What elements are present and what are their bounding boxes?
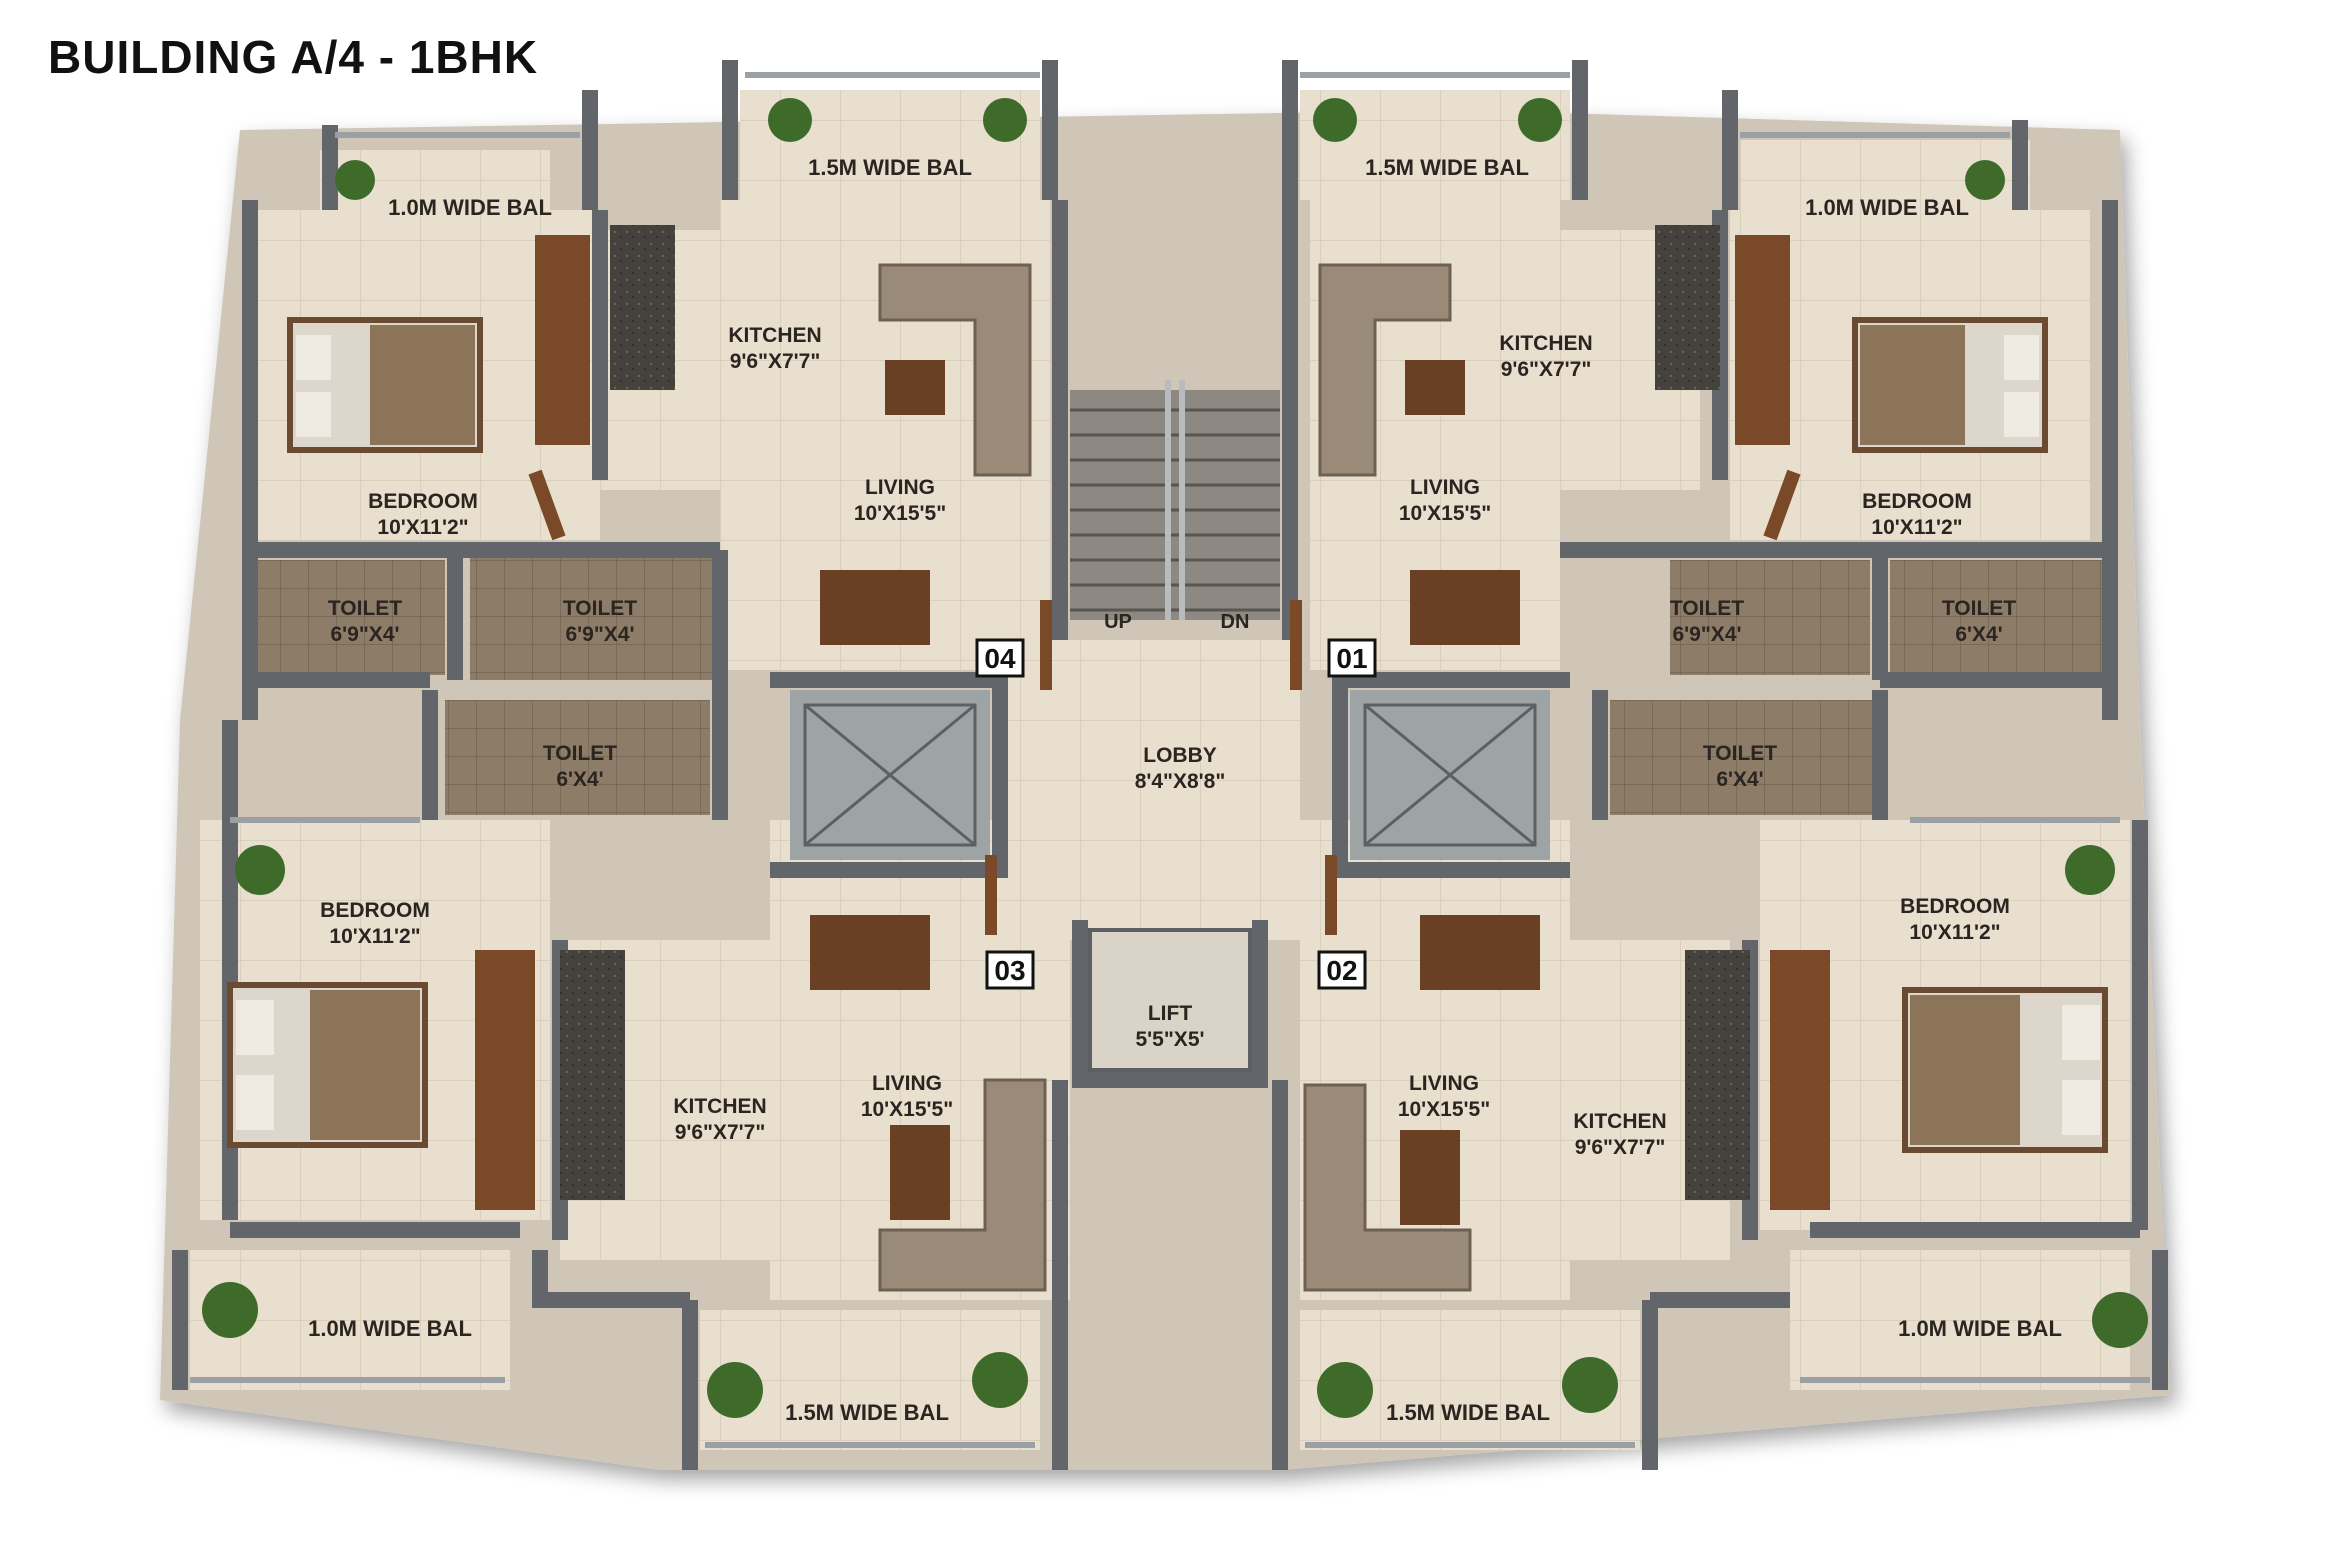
- u3-living-label: LIVING: [872, 1072, 942, 1095]
- u3-kitchen-label: KITCHEN: [673, 1095, 766, 1118]
- u4-bedroom-dim: 10'X11'2": [377, 516, 468, 539]
- railings: [190, 72, 2150, 1448]
- u1-toilet-b-label: TOILET: [1942, 597, 2016, 620]
- walls: [172, 60, 2168, 1470]
- u1-toilet-a-floor: [1670, 560, 1870, 675]
- stair-dn-label: DN: [1221, 611, 1250, 633]
- u4-bedroom-label: BEDROOM: [368, 490, 478, 513]
- u4-bal-top-left-label: 1.0M WIDE BAL: [388, 195, 552, 220]
- wardrobes: [475, 235, 1830, 1210]
- u1-kitchen-dim: 9'6"X7'7": [1501, 358, 1592, 381]
- u1-kitchen-label: KITCHEN: [1499, 332, 1592, 355]
- coffee-tables: [885, 360, 1465, 1225]
- u2-living-label: LIVING: [1409, 1072, 1479, 1095]
- lift-label: LIFT: [1148, 1002, 1192, 1025]
- u2-toilet-dim: 6'X4': [1716, 768, 1763, 791]
- u2-kitchen-dim: 9'6"X7'7": [1575, 1136, 1666, 1159]
- u2-bedroom-dim: 10'X11'2": [1909, 921, 2000, 944]
- u2-toilet-label: TOILET: [1703, 742, 1777, 765]
- bed-u2: [1902, 987, 2108, 1153]
- u3-bedroom-dim: 10'X11'2": [329, 925, 420, 948]
- u1-living-label: LIVING: [1410, 476, 1480, 499]
- kitchen-counters: [560, 225, 1750, 1200]
- u4-toilet-b-floor: [470, 555, 720, 680]
- stair-up-label: UP: [1104, 611, 1132, 633]
- unit-badge-01: 01: [1327, 638, 1377, 678]
- u1-toilet-b-dim: 6'X4': [1955, 623, 2002, 646]
- bed-u4: [287, 317, 483, 453]
- u1-bedroom-label: BEDROOM: [1862, 490, 1972, 513]
- staircase: [1070, 380, 1280, 620]
- unit-badge-02: 02: [1317, 950, 1367, 990]
- u3-living-dim: 10'X15'5": [861, 1098, 953, 1121]
- u3-toilet-label: TOILET: [543, 742, 617, 765]
- unit-badge-04: 04: [975, 638, 1025, 678]
- u3-bal-bottom-left-label: 1.0M WIDE BAL: [308, 1316, 472, 1341]
- u4-living-dim: 10'X15'5": [854, 502, 946, 525]
- svg-text:04: 04: [984, 643, 1016, 674]
- u1-toilet-a-dim: 6'9"X4': [1673, 623, 1742, 646]
- plants: [202, 98, 2148, 1418]
- lobby-label: LOBBY: [1143, 744, 1217, 767]
- u4-living-label: LIVING: [865, 476, 935, 499]
- svg-text:03: 03: [994, 955, 1025, 986]
- unit-badges: 04 01 03 02: [975, 638, 1377, 990]
- u1-bal-top-left-label: 1.5M WIDE BAL: [1365, 155, 1529, 180]
- u2-living-dim: 10'X15'5": [1398, 1098, 1490, 1121]
- u1-bedroom-dim: 10'X11'2": [1871, 516, 1962, 539]
- u1-bal-top-right-label: 1.0M WIDE BAL: [1805, 195, 1969, 220]
- lift-shafts: [803, 703, 1537, 847]
- bed-u3: [227, 982, 428, 1148]
- u1-living-dim: 10'X15'5": [1399, 502, 1491, 525]
- u2-kitchen-label: KITCHEN: [1573, 1110, 1666, 1133]
- u3-bedroom-label: BEDROOM: [320, 899, 430, 922]
- u4-toilet-a-label: TOILET: [328, 597, 402, 620]
- svg-text:02: 02: [1326, 955, 1357, 986]
- u3-kitchen-dim: 9'6"X7'7": [675, 1121, 766, 1144]
- u4-kitchen-dim: 9'6"X7'7": [730, 350, 821, 373]
- lobby-dim: 8'4"X8'8": [1135, 770, 1226, 793]
- u3-toilet-dim: 6'X4': [556, 768, 603, 791]
- u2-bal-bottom-right-label: 1.0M WIDE BAL: [1898, 1316, 2062, 1341]
- u2-balcony-right: [1790, 1250, 2130, 1390]
- doors: [528, 469, 1801, 935]
- dining-tables: [810, 570, 1540, 990]
- svg-text:01: 01: [1336, 643, 1367, 674]
- lift-cabin: [1088, 928, 1252, 1072]
- u2-bal-bottom-left-label: 1.5M WIDE BAL: [1386, 1400, 1550, 1425]
- u1-toilet-a-label: TOILET: [1670, 597, 1744, 620]
- page-title: BUILDING A/4 - 1BHK: [48, 31, 539, 83]
- u4-kitchen-label: KITCHEN: [728, 324, 821, 347]
- u4-bal-top-right-label: 1.5M WIDE BAL: [808, 155, 972, 180]
- u4-toilet-a-floor: [245, 560, 445, 675]
- u3-bal-bottom-right-label: 1.5M WIDE BAL: [785, 1400, 949, 1425]
- u2-toilet-floor: [1610, 700, 1875, 815]
- u4-toilet-b-dim: 6'9"X4': [566, 623, 635, 646]
- u1-toilet-b-floor: [1890, 560, 2110, 675]
- sofas: [878, 263, 1472, 1292]
- bed-u1: [1852, 317, 2048, 453]
- u2-bedroom-label: BEDROOM: [1900, 895, 2010, 918]
- u4-toilet-a-dim: 6'9"X4': [331, 623, 400, 646]
- u3-toilet-floor: [445, 700, 710, 815]
- u4-toilet-b-label: TOILET: [563, 597, 637, 620]
- room-labels: 1.5M WIDE BAL 1.0M WIDE BAL KITCHEN 9'6"…: [308, 155, 2062, 1425]
- lift-dim: 5'5"X5': [1136, 1028, 1205, 1051]
- unit-badge-03: 03: [985, 950, 1035, 990]
